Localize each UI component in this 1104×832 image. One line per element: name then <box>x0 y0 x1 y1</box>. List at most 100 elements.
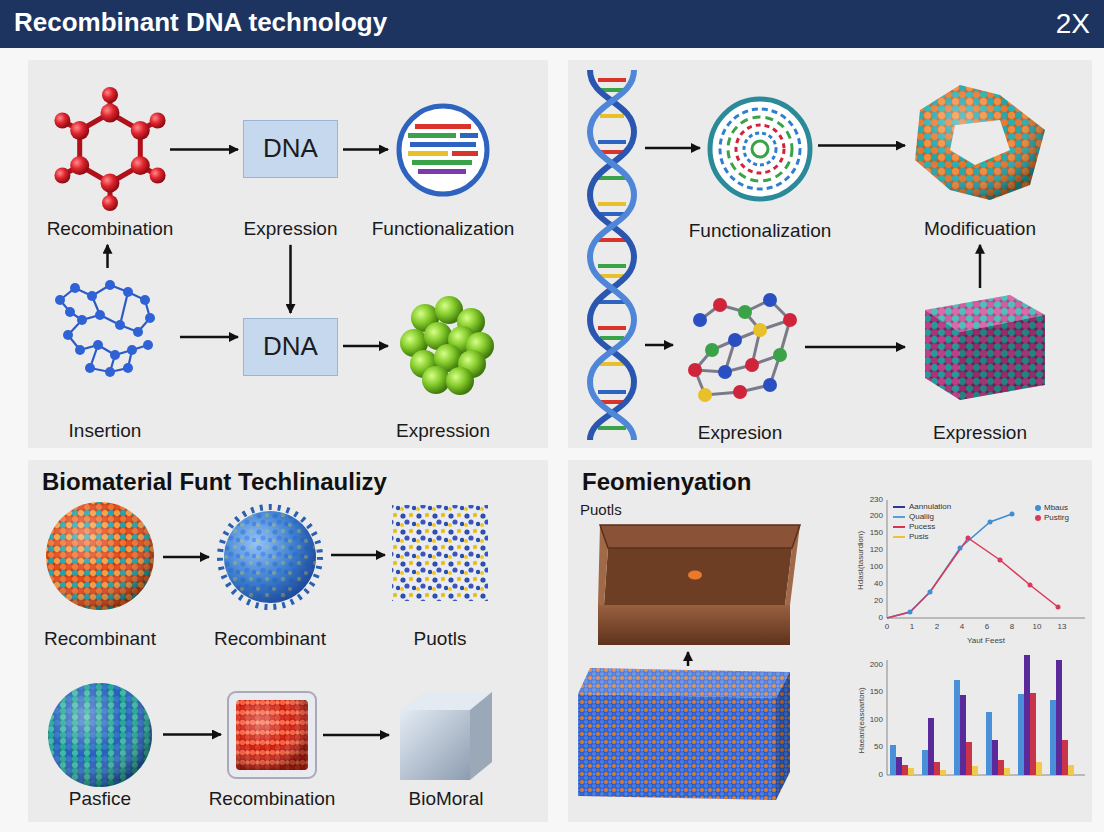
node-caption: Functionalization <box>372 218 515 240</box>
illustration-area <box>393 295 493 395</box>
bar-chart <box>986 712 992 775</box>
ball-stick-molecule <box>728 333 742 347</box>
helix-arrow <box>645 147 700 150</box>
tray-figure <box>598 525 800 645</box>
node-caption: Recombination <box>47 218 174 240</box>
illustration-area <box>226 688 318 782</box>
chart-label: Haeanl(easoarton) <box>858 687 867 753</box>
legend-text: Qualiig <box>909 513 934 521</box>
dna-helix <box>590 70 634 440</box>
dna-helix <box>598 80 626 428</box>
legend-entry: Pusis <box>893 532 929 542</box>
modified-blob <box>915 85 1045 200</box>
flow-arrow <box>343 148 388 151</box>
flow-arrow <box>331 554 385 557</box>
blue-molecule <box>110 350 120 360</box>
plasmid-ring <box>408 151 448 156</box>
bar-chart <box>1050 700 1056 775</box>
illustration-node: Puotls <box>580 501 802 647</box>
bar-chart <box>966 742 972 775</box>
node-caption: Puotls <box>580 501 622 518</box>
chart-label: 0 <box>879 614 883 623</box>
red-molecule <box>54 87 165 211</box>
line-chart <box>887 500 1085 618</box>
flow-arrow <box>805 346 905 349</box>
legend-line <box>893 536 905 538</box>
legend-dot <box>1035 515 1041 521</box>
chart-label: 40 <box>874 580 883 589</box>
bar-chart <box>960 695 966 775</box>
legend-text: Pustirg <box>1044 514 1069 522</box>
node-caption: Expression <box>933 422 1027 444</box>
illustration-area <box>214 503 326 613</box>
legend-entry: Mbaus <box>1034 503 1068 513</box>
chart-label: 2 <box>935 623 939 632</box>
teal-sphere <box>48 683 152 787</box>
chart-label: 6 <box>985 623 989 632</box>
process-box: DNAExpression <box>243 120 338 240</box>
tray-figure <box>600 525 800 548</box>
bar-chart <box>928 718 934 775</box>
illustration-node: Insertion <box>35 272 175 442</box>
node-caption: Recombination <box>209 788 336 810</box>
blue-molecule <box>95 310 105 320</box>
dna-helix <box>590 70 634 440</box>
dna-helix <box>598 238 626 242</box>
dna-helix <box>598 264 626 268</box>
box-label: DNA <box>263 332 318 362</box>
chart-label: 10 <box>1033 623 1042 632</box>
node-caption: Expression <box>396 420 490 442</box>
dna-helix <box>598 326 626 330</box>
orange-sphere <box>46 502 154 610</box>
chart-label: 150 <box>870 688 883 697</box>
illustration-area <box>596 522 802 647</box>
box-label: DNA <box>263 134 318 164</box>
flow-arrow <box>979 245 982 288</box>
ball-stick-molecule <box>688 293 797 402</box>
bar-chart <box>1018 694 1024 775</box>
ball-stick-molecule <box>733 385 747 399</box>
legend-sample <box>1034 504 1042 512</box>
panel-ground <box>28 60 1092 822</box>
illustration-node: Recombinant <box>42 500 158 650</box>
legend-entry: Pustirg <box>1034 513 1069 523</box>
bar-chart <box>1062 740 1068 775</box>
red-molecule <box>131 156 150 175</box>
flow-arrow <box>170 148 238 151</box>
blue-molecule <box>93 340 103 350</box>
modified-blob <box>915 85 1045 200</box>
blue-molecule <box>145 313 155 323</box>
legend-sample <box>893 533 907 541</box>
material-slab <box>776 672 790 800</box>
red-molecule <box>150 168 166 184</box>
spiky-sphere <box>220 507 320 607</box>
connector-group <box>108 146 981 736</box>
chart-label: 120 <box>870 546 883 555</box>
spiky-sphere <box>224 511 316 603</box>
flow-arrow <box>163 556 209 559</box>
illustration-area <box>42 500 158 612</box>
line-chart <box>887 618 1085 619</box>
chart-label: Yaut Feest <box>967 637 1005 646</box>
legend-text: Mbaus <box>1044 504 1068 512</box>
line-chart <box>887 500 888 618</box>
box-outline: DNA <box>243 120 338 178</box>
box-outline: DNA <box>243 318 338 376</box>
bar-chart <box>972 766 978 775</box>
line-chart <box>928 590 933 595</box>
dna-helix <box>600 274 624 278</box>
blue-molecule <box>63 330 73 340</box>
bar-chart <box>934 762 940 775</box>
plasmid-ring <box>410 142 476 147</box>
panel-ground <box>568 60 1092 448</box>
spiky-sphere <box>224 511 316 603</box>
blue-molecule <box>75 345 85 355</box>
bar-chart <box>896 757 902 775</box>
process-box: DNA <box>243 318 338 376</box>
plasmid-rings <box>710 99 810 199</box>
ball-stick-molecule <box>695 300 790 395</box>
panel-ground <box>568 460 1092 822</box>
illustration-area <box>35 272 175 382</box>
panel-group: FeomienyationPuotls <box>568 460 1092 822</box>
flow-arrow <box>818 144 905 147</box>
